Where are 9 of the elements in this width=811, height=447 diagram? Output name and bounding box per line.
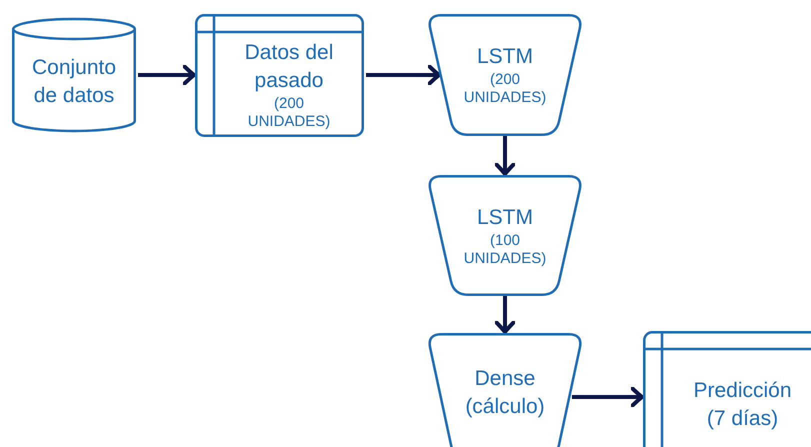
node-title: LSTM xyxy=(476,44,533,70)
node-title: Datos del pasado xyxy=(244,40,334,94)
node-subtitle: (100 UNIDADES) xyxy=(462,232,548,268)
node-title: LSTM xyxy=(476,204,533,230)
node-subtitle: (200 UNIDADES) xyxy=(246,94,332,130)
node-title: Predicción (7 días) xyxy=(692,378,793,432)
node-title: Conjunto de datos xyxy=(30,55,118,109)
node-subtitle: (200 UNIDADES) xyxy=(462,71,548,107)
node-title: Dense (cálculo) xyxy=(464,366,546,420)
